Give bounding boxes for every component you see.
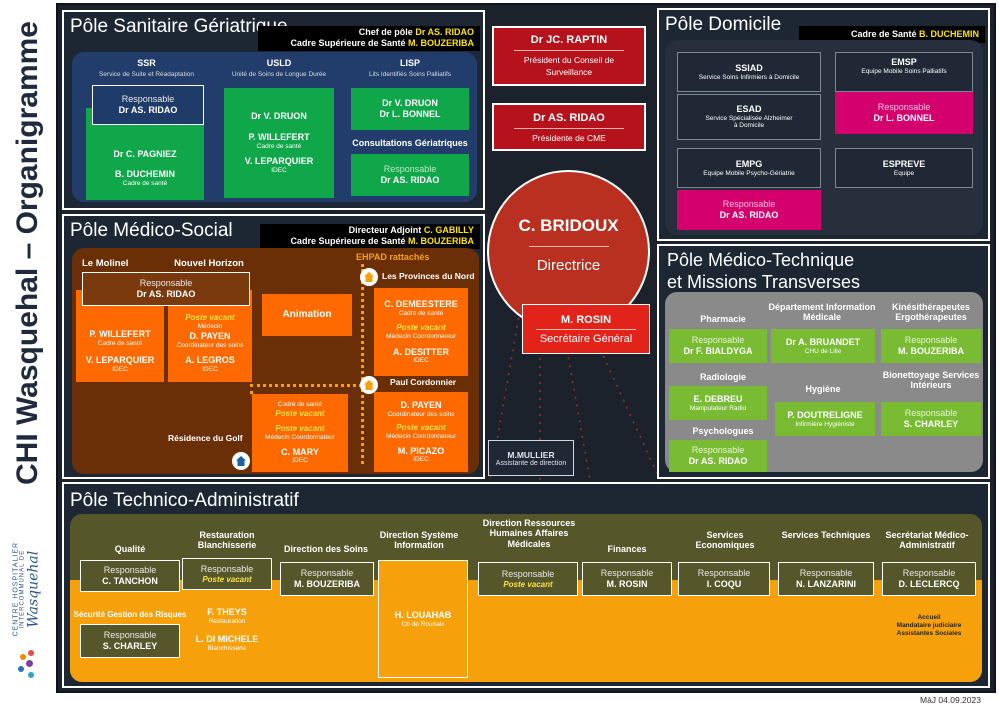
hygiene-label: Hygiène — [805, 384, 841, 394]
cordonnier-label: Paul Cordonnier — [390, 377, 457, 387]
radio-label: Radiologie — [699, 372, 746, 382]
dim-label: Département Information Médicale — [768, 302, 876, 323]
logo-line3: Wasquehal — [24, 550, 41, 628]
hospital-logo: CENTRE HOSPITALIER INTERCOMMUNAL DE Wasq… — [4, 520, 52, 695]
soins-label: Direction des Soins — [283, 544, 369, 554]
secr-label: Secrétariat Médico-Administratif — [885, 530, 969, 551]
esad-box: ESAD Service Spécialisée Alzheimer à Dom… — [677, 94, 821, 140]
pharma-label: Pharmacie — [700, 314, 746, 324]
golf-box: Cadre de santé Poste vacant Poste vacant… — [252, 394, 348, 472]
pole-title: Pôle Sanitaire Gériatrique — [70, 16, 288, 37]
ssr-sub: Service de Suite et Réadaptation — [98, 71, 195, 78]
house-icon — [360, 268, 378, 286]
lisp-sub: Lits Identifiés Soins Palliatifs — [368, 71, 451, 78]
pole-medico-technique: Pôle Médico-Technique et Missions Transv… — [657, 244, 990, 479]
tech-label: Services Techniques — [781, 530, 871, 540]
provinces-label: Les Provinces du Nord — [382, 271, 475, 281]
ehpad-label: EHPAD rattachés — [356, 252, 430, 262]
consult-box: Responsable Dr AS. RIDAO — [351, 154, 469, 196]
secr-extras: Accueil Mandataire judiciaire Assistante… — [896, 614, 962, 637]
drh-label: Direction Ressources Humaines Affaires M… — [482, 518, 576, 549]
provinces-box: C. DEMEESTERE Cadre de santé Poste vacan… — [374, 288, 468, 376]
consult-title: Consultations Gériatriques — [352, 138, 468, 148]
pole-domicile: Pôle Domicile Cadre de Santé B. DUCHEMIN… — [657, 8, 990, 241]
qualite-label: Qualité — [114, 544, 146, 554]
domicile-header: Cadre de Santé B. DUCHEMIN — [799, 26, 985, 44]
pole-sanitaire-geriatrique: Pôle Sanitaire Gériatrique Chef de pôle … — [62, 10, 485, 210]
side-title: CHI Wasquehal – Organigramme — [11, 21, 44, 486]
house-icon — [360, 376, 378, 394]
psy-label: Psychologues — [692, 426, 754, 436]
pole-title: Pôle Médico-Social — [70, 220, 233, 241]
usld-sub: Unité de Soins de Longue Durée — [231, 71, 327, 78]
cordonnier-box: D. PAYEN Coordinateur des soins Poste va… — [374, 392, 468, 472]
logo-dots — [18, 650, 38, 686]
bio-label: Bionettoyage Services Intérieurs — [882, 370, 980, 391]
kine-label: Kinésithérapeutes Ergothérapeutes — [891, 302, 971, 323]
resto-label: Restauration Blanchisserie — [197, 530, 257, 551]
ssr-title: SSR — [137, 58, 156, 68]
nouvel-horizon-label: Nouvel Horizon — [174, 258, 244, 269]
house-icon — [232, 452, 250, 470]
ridao-cme-box: Dr AS. RIDAO Présidente de CME — [492, 103, 646, 151]
geriatrique-header: Chef de pôle Dr AS. RIDAO Cadre Supérieu… — [258, 26, 480, 51]
pole-title-2: et Missions Transverses — [667, 272, 861, 292]
eco-label: Services Economiques — [695, 530, 755, 551]
lisp-title: LISP — [399, 58, 420, 68]
finances-label: Finances — [607, 544, 647, 554]
assistante-box: M.MULLIER Assistante de direction — [488, 440, 574, 476]
update-date: MàJ 04.09.2023 — [920, 695, 981, 705]
lisp-box: Dr V. DRUON Dr L. BONNEL — [351, 88, 469, 130]
secretaire-general-box: M. ROSIN Secrétaire Général — [522, 304, 650, 354]
pole-title: Pôle Domicile — [665, 14, 782, 35]
golf-label: Résidence du Golf — [168, 433, 243, 443]
raptin-box: Dr JC. RAPTIN Président du Conseil de Su… — [492, 26, 646, 86]
molinel-label: Le Molinel — [82, 258, 129, 269]
technico-amber-band — [70, 580, 982, 682]
usld-title: USLD — [266, 58, 292, 68]
animation-box: Animation — [262, 294, 352, 336]
usld-box: Dr V. DRUON P. WILLEFERT Cadre de santé … — [224, 88, 334, 198]
pole-technico-administratif: Pôle Technico-Administratif Qualité Resp… — [62, 482, 990, 688]
pole-title-1: Pôle Médico-Technique — [667, 250, 855, 270]
dsi-label: Direction Système Information — [379, 530, 459, 551]
pole-medico-social: Pôle Médico-Social Directeur Adjoint C. … — [62, 214, 485, 479]
medsocial-header: Directeur Adjoint C. GABILLY Cadre Supér… — [260, 224, 480, 249]
pole-title: Pôle Technico-Administratif — [70, 490, 299, 511]
logo-line1: CENTRE HOSPITALIER — [12, 541, 20, 637]
sgr-label: Sécurité Gestion des Risques — [73, 610, 187, 619]
